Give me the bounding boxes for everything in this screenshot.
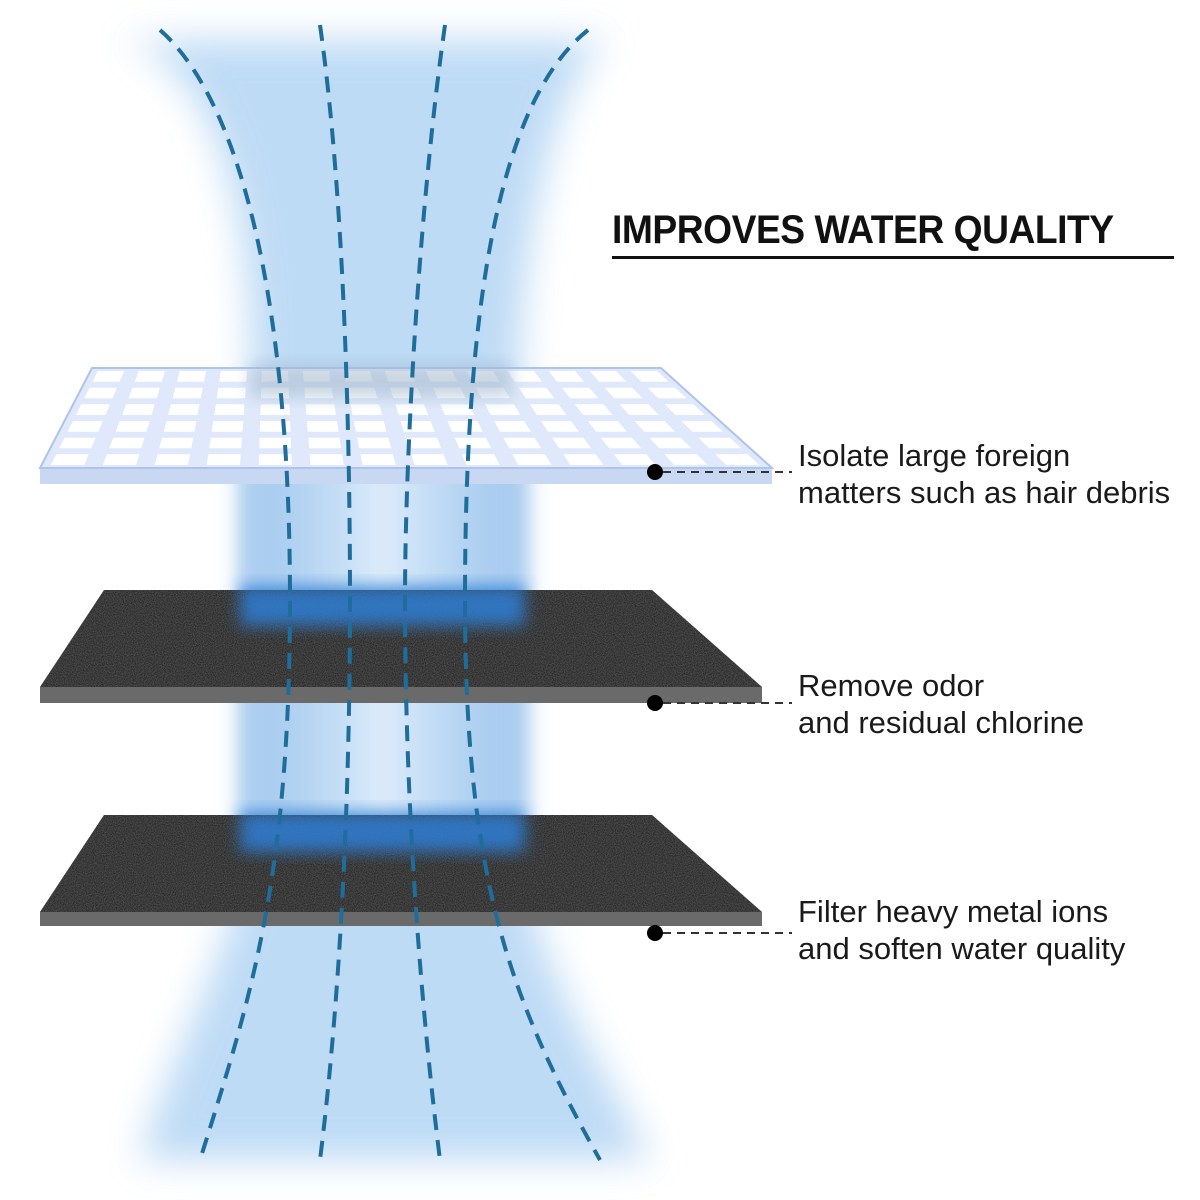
callout-mesh-filter: Isolate large foreign matters such as ha… — [798, 437, 1170, 511]
mesh-cell — [67, 421, 103, 432]
carbon-filter-layer-1-sheet — [40, 586, 762, 703]
mesh-cell — [563, 454, 604, 465]
mesh-cell — [664, 454, 708, 465]
mesh-cell — [529, 404, 567, 415]
mesh-cell — [440, 404, 475, 415]
flow-lines — [158, 24, 602, 1161]
callout-dot-2 — [647, 695, 663, 711]
mesh-cell — [454, 437, 492, 449]
mesh-cell — [214, 404, 245, 415]
callout-line: Remove odor — [798, 668, 985, 703]
mesh-cell — [561, 387, 599, 399]
callout-carbon-filter-2: Filter heavy metal ions and soften water… — [798, 893, 1125, 967]
mesh-cell — [50, 454, 89, 465]
mesh-cell — [206, 454, 241, 465]
mesh-cell — [306, 421, 339, 432]
callout-line: and soften water quality — [798, 931, 1126, 966]
mesh-cell — [102, 454, 140, 465]
mesh-cell — [159, 437, 194, 449]
callout-dot-3 — [647, 925, 663, 941]
mesh-cell — [309, 454, 344, 465]
mesh-cell — [211, 421, 244, 432]
mesh-cell — [122, 404, 155, 415]
mesh-cell — [216, 387, 246, 399]
callout-line: Filter heavy metal ions — [798, 894, 1109, 929]
mesh-cell — [518, 387, 555, 399]
callout-line: matters such as hair debris — [798, 475, 1171, 510]
flow-line-4 — [462, 28, 602, 1161]
title-underline — [612, 256, 1174, 259]
mesh-cell — [134, 371, 165, 382]
mesh-cell — [219, 371, 247, 382]
mesh-cell — [405, 437, 442, 449]
mesh-cell — [447, 421, 483, 432]
mesh-cell — [494, 421, 531, 432]
mesh-cell — [400, 421, 435, 432]
mesh-cell — [589, 371, 627, 382]
mesh-cell — [698, 437, 742, 449]
callout-carbon-filter-1: Remove odor and residual chlorine — [798, 667, 1084, 741]
mesh-cell — [84, 387, 117, 399]
mesh-cell — [163, 421, 197, 432]
mesh-cell — [168, 404, 200, 415]
callout-connector-3 — [647, 925, 792, 941]
callout-connectors — [647, 464, 792, 941]
callout-line: and residual chlorine — [798, 705, 1085, 740]
mesh-cell — [548, 371, 585, 382]
mesh-cell — [587, 421, 627, 432]
mesh-cell — [649, 437, 692, 449]
mesh-filter-layer-sheet — [38, 364, 775, 484]
mesh-cell — [613, 454, 656, 465]
mesh-cell — [115, 421, 150, 432]
mesh-cell — [411, 454, 448, 465]
mesh-cell — [552, 437, 592, 449]
mesh-cell — [258, 454, 292, 465]
mesh-cell — [503, 437, 542, 449]
flow-line-2 — [318, 24, 353, 1161]
mesh-cell — [664, 404, 705, 415]
mesh-cell — [360, 454, 396, 465]
mesh-cell — [177, 371, 206, 382]
mesh-cell — [260, 404, 290, 415]
mesh-cell — [305, 404, 336, 415]
mesh-cell — [541, 421, 579, 432]
callout-connector-2 — [647, 695, 792, 711]
mesh-cell — [600, 437, 642, 449]
mesh-cell — [619, 404, 659, 415]
page-title: IMPROVES WATER QUALITY — [612, 208, 1114, 252]
mesh-cell — [128, 387, 160, 399]
mesh-cell — [630, 371, 669, 382]
carbon-filter-layer-2-sheet — [40, 812, 762, 926]
mesh-cell — [715, 454, 760, 465]
mesh-cell — [154, 454, 191, 465]
mesh-cell — [681, 421, 723, 432]
mesh-cell — [353, 421, 387, 432]
mesh-cell — [308, 437, 342, 449]
mesh-cell — [604, 387, 643, 399]
callout-line: Isolate large foreign — [798, 438, 1071, 473]
mesh-cell — [634, 421, 675, 432]
mesh-cell — [109, 437, 145, 449]
mesh-cell — [574, 404, 613, 415]
mesh-cell — [512, 454, 552, 465]
mesh-cell — [461, 454, 500, 465]
mesh-cell — [92, 371, 125, 382]
mesh-cell — [647, 387, 687, 399]
mesh-cell — [209, 437, 242, 449]
mesh-cell — [59, 437, 96, 449]
callout-dot-1 — [647, 464, 663, 480]
mesh-cell — [75, 404, 110, 415]
mesh-cell — [172, 387, 203, 399]
mesh-cell — [485, 404, 521, 415]
callout-connector-1 — [647, 464, 792, 480]
mesh-cell — [395, 404, 429, 415]
mesh-cell — [357, 437, 392, 449]
mesh-cell — [507, 371, 542, 382]
mesh-cell — [350, 404, 383, 415]
flow-line-3 — [402, 24, 447, 1161]
